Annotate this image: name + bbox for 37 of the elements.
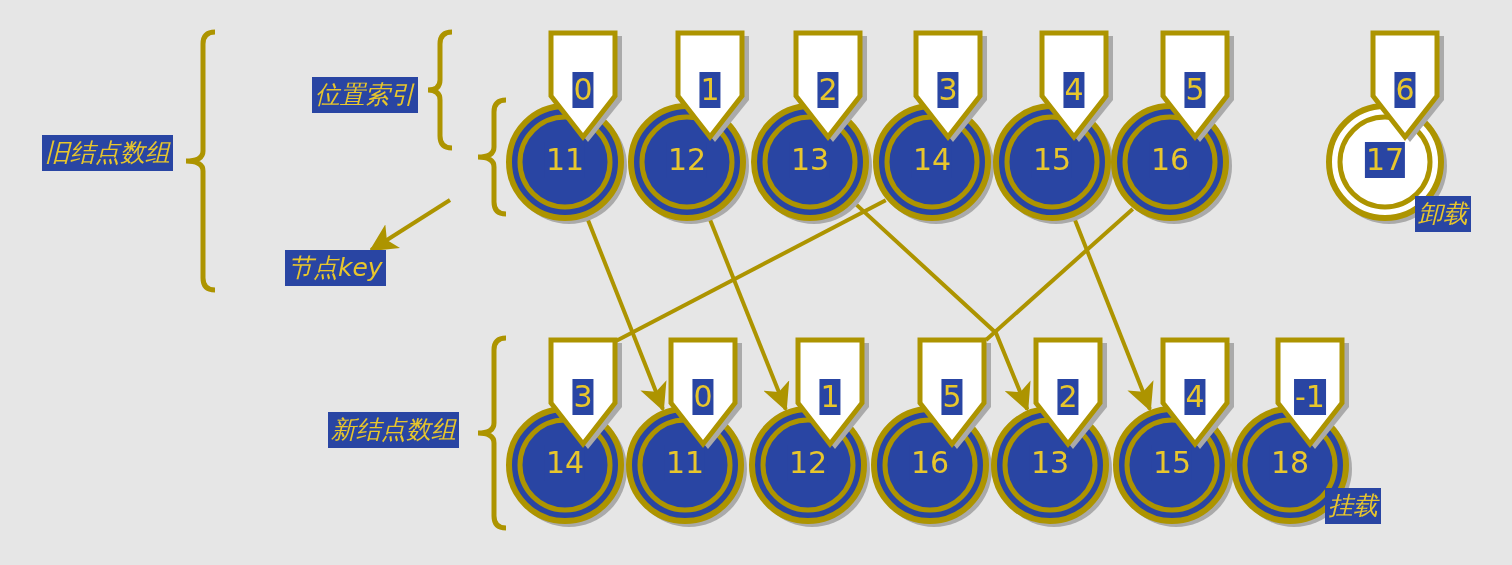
indexed-circle-node <box>870 337 994 529</box>
indexed-circle-node <box>990 337 1114 529</box>
node-key-text: 17 <box>1364 142 1406 178</box>
group-label: 旧结点数组 <box>42 135 173 172</box>
status-label: 挂载 <box>1325 488 1381 525</box>
index-number: 2 <box>1057 379 1079 415</box>
arrow <box>585 217 667 412</box>
index-number: 1 <box>699 72 721 108</box>
indexed-circle-node <box>625 337 749 529</box>
index-number: 3 <box>937 72 959 108</box>
group-label: 位置索引 <box>312 77 418 114</box>
indexed-circle-node <box>1230 337 1354 529</box>
status-label: 卸载 <box>1415 196 1471 233</box>
index-number: 6 <box>1394 72 1416 108</box>
indexed-circle-node <box>1110 30 1234 226</box>
index-number: -1 <box>1294 379 1326 415</box>
group-label: 新结点数组 <box>328 412 459 449</box>
indexed-circle-node <box>992 30 1116 226</box>
indexed-circle-node <box>1112 337 1236 529</box>
indexed-circle-node <box>872 30 996 226</box>
index-number: 5 <box>941 379 963 415</box>
index-number: 5 <box>1184 72 1206 108</box>
indexed-circle-node <box>505 337 629 529</box>
indexed-circle-node <box>627 30 751 226</box>
index-number: 0 <box>692 379 714 415</box>
index-number: 0 <box>572 72 594 108</box>
index-number: 3 <box>572 379 594 415</box>
arrow <box>1072 217 1154 412</box>
index-number: 1 <box>819 379 841 415</box>
index-number: 4 <box>1184 379 1206 415</box>
group-label: 节点key <box>285 250 386 287</box>
indexed-circle-node <box>505 30 629 226</box>
indexed-circle-node <box>750 30 874 226</box>
index-number: 4 <box>1063 72 1085 108</box>
index-number: 2 <box>817 72 839 108</box>
indexed-circle-node <box>748 337 872 529</box>
arrow <box>369 198 452 252</box>
